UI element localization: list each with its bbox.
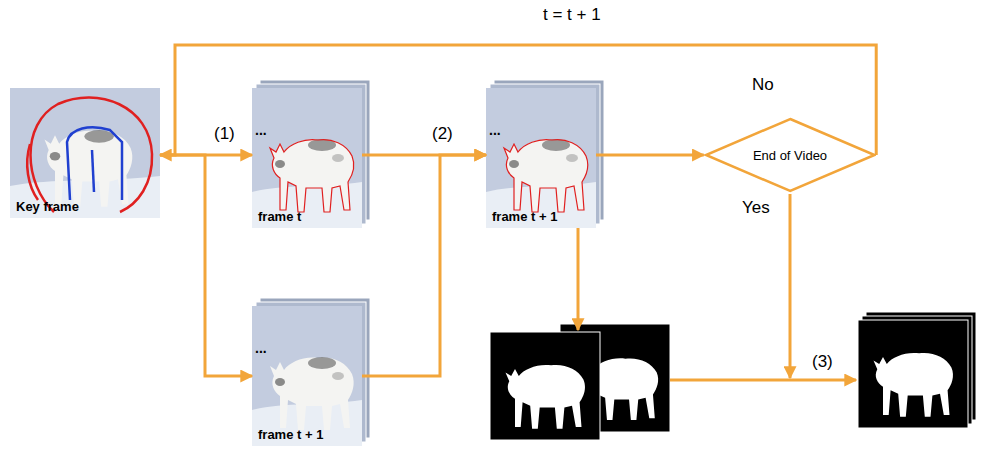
branch-label: Yes xyxy=(742,198,770,218)
segmented-frame: frame t + 1 xyxy=(486,88,596,228)
decision-diamond: End of Video xyxy=(704,117,876,193)
video-frame: frame t xyxy=(252,88,362,228)
flow-arrow xyxy=(596,154,704,157)
step-number: (3) xyxy=(812,352,833,372)
frame-stack xyxy=(252,298,370,446)
final-mask xyxy=(858,312,976,428)
node-label: Key frame xyxy=(16,199,79,214)
ellipsis: ... xyxy=(255,122,267,139)
step-number: (2) xyxy=(432,124,453,144)
video-frame: frame t + 1 xyxy=(252,306,362,446)
node-label: End of Video xyxy=(753,148,827,163)
decision-diamond-shape xyxy=(706,119,874,191)
flow-arrow xyxy=(362,155,486,376)
flow-arrow xyxy=(578,194,856,380)
node-label: frame t + 1 xyxy=(492,209,557,224)
ellipsis: ... xyxy=(255,340,267,357)
frame-stack xyxy=(252,80,370,228)
key-frame-picture xyxy=(10,88,160,218)
branch-label: No xyxy=(752,75,774,95)
step-number: (1) xyxy=(214,124,235,144)
flow-arrow xyxy=(160,155,252,376)
frame-stack xyxy=(486,80,604,228)
node-label: frame t xyxy=(258,209,301,224)
loop-counter: t = t + 1 xyxy=(543,5,601,25)
key-frame-image: Key frame xyxy=(10,88,160,218)
node-label: frame t + 1 xyxy=(258,427,323,442)
ellipsis: ... xyxy=(489,122,501,139)
mask-images xyxy=(490,324,670,440)
